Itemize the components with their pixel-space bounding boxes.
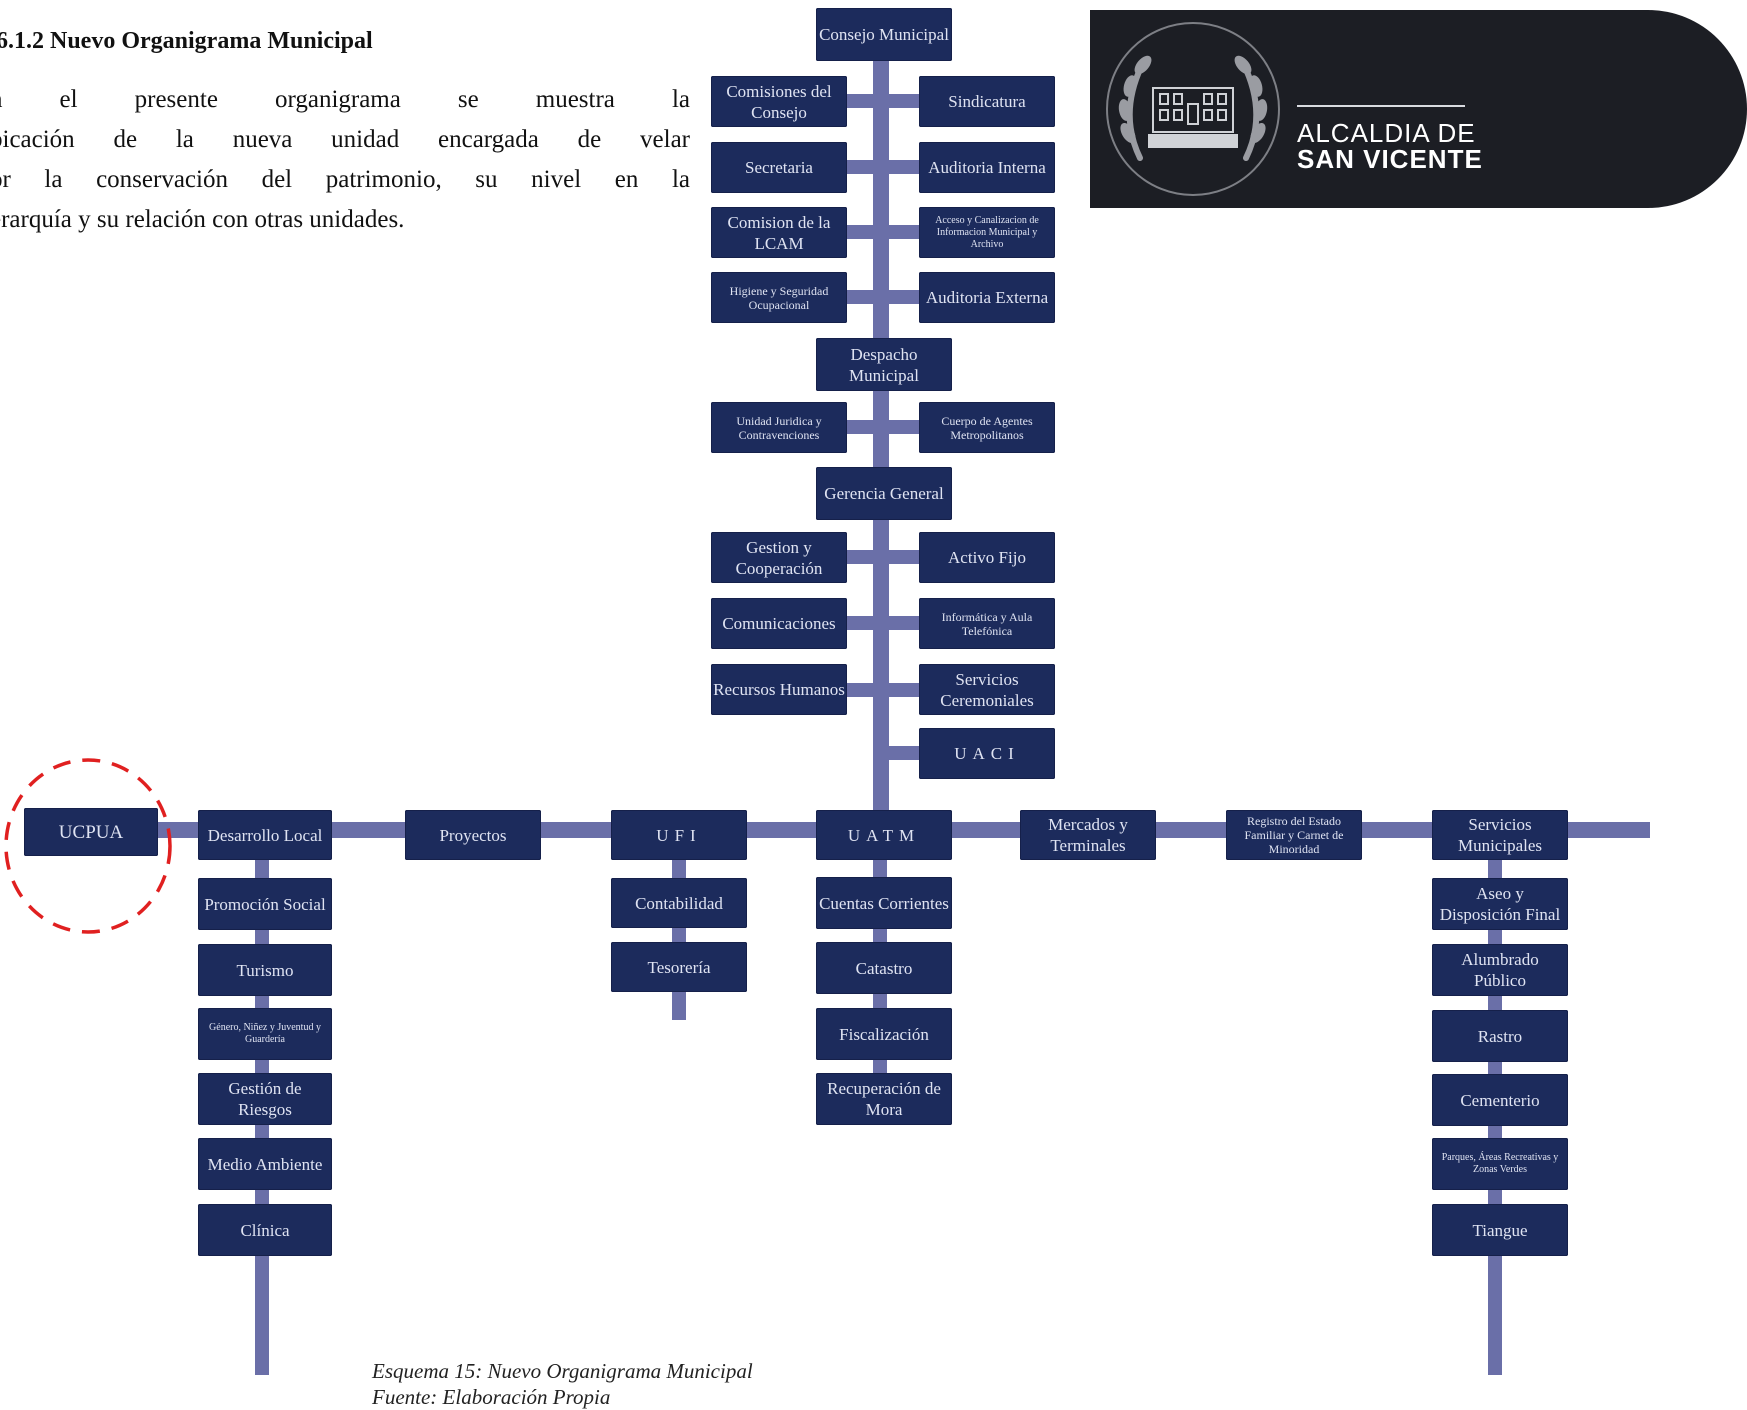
intro-paragraph: n el presente organigrama se muestra la …	[0, 80, 690, 240]
org-box-comisiones-consejo: Comisiones del Consejo	[711, 76, 847, 127]
org-box-sindicatura: Sindicatura	[919, 76, 1055, 127]
org-box-ufi: UFI	[611, 810, 747, 860]
org-box-gerencia-general: Gerencia General	[816, 467, 952, 520]
org-box-informatica: Informática y Aula Telefónica	[919, 598, 1055, 649]
org-box-auditoria-externa: Auditoria Externa	[919, 272, 1055, 323]
logo-line-1: ALCALDIA DE	[1297, 118, 1476, 148]
org-box-rastro: Rastro	[1432, 1010, 1568, 1062]
org-box-recuperacion-mora: Recuperación de Mora	[816, 1073, 952, 1125]
org-box-servicios-ceremoniales: Servicios Ceremoniales	[919, 664, 1055, 715]
org-box-medio-ambiente: Medio Ambiente	[198, 1138, 332, 1190]
org-box-gestion-cooperacion: Gestion y Cooperación	[711, 532, 847, 583]
connector-stub	[847, 616, 919, 630]
org-box-mercados-terminales: Mercados y Terminales	[1020, 810, 1156, 860]
org-box-turismo: Turismo	[198, 944, 332, 996]
org-box-tiangue: Tiangue	[1432, 1204, 1568, 1256]
caption-source: Fuente: Elaboración Propia	[372, 1385, 611, 1409]
org-box-cuerpo-agentes: Cuerpo de Agentes Metropolitanos	[919, 402, 1055, 453]
org-box-comision-lcam: Comision de la LCAM	[711, 207, 847, 258]
org-box-contabilidad: Contabilidad	[611, 878, 747, 928]
org-box-clinica: Clínica	[198, 1204, 332, 1256]
org-box-acceso-informacion: Acceso y Canalizacion de Informacion Mun…	[919, 207, 1055, 258]
org-box-activo-fijo: Activo Fijo	[919, 532, 1055, 583]
paragraph-line: n el presente organigrama se muestra la	[0, 86, 690, 113]
logo-wordmark: ALCALDIA DE SAN VICENTE	[1297, 120, 1483, 172]
org-box-uatm: UATM	[816, 810, 952, 860]
org-box-uaci: UACI	[919, 728, 1055, 779]
org-box-aseo-disposicion: Aseo y Disposición Final	[1432, 878, 1568, 930]
logo-line-2: SAN VICENTE	[1297, 144, 1483, 174]
org-box-higiene-seguridad: Higiene y Seguridad Ocupacional	[711, 272, 847, 323]
org-box-parques-areas: Parques, Áreas Recreativas y Zonas Verde…	[1432, 1138, 1568, 1190]
section-heading: .6.1.2 Nuevo Organigrama Municipal	[0, 28, 373, 54]
org-box-comunicaciones: Comunicaciones	[711, 598, 847, 649]
org-box-fiscalizacion: Fiscalización	[816, 1008, 952, 1060]
connector-stub	[847, 420, 919, 434]
org-box-tesoreria: Tesorería	[611, 942, 747, 992]
paragraph-line: bicación de la nueva unidad encargada de…	[0, 126, 690, 153]
org-box-promocion-social: Promoción Social	[198, 878, 332, 930]
connector-stub	[847, 290, 919, 304]
org-box-alumbrado-publico: Alumbrado Público	[1432, 944, 1568, 996]
connector-stub	[847, 225, 919, 239]
paragraph-line: or la conservación del patrimonio, su ni…	[0, 166, 690, 193]
caption-title: Esquema 15: Nuevo Organigrama Municipal	[372, 1359, 753, 1383]
org-box-desarrollo-local: Desarrollo Local	[198, 810, 332, 860]
figure-caption: Esquema 15: Nuevo Organigrama Municipal …	[372, 1358, 753, 1410]
org-box-proyectos: Proyectos	[405, 810, 541, 860]
org-box-genero-ninez: Género, Niñez y Juventud y Guardería	[198, 1008, 332, 1060]
org-box-recursos-humanos: Recursos Humanos	[711, 664, 847, 715]
connector-stub	[847, 550, 919, 564]
org-box-servicios-municipales: Servicios Municipales	[1432, 810, 1568, 860]
org-box-ucpua: UCPUA	[24, 808, 158, 856]
connector-stub	[847, 160, 919, 174]
org-box-secretaria: Secretaria	[711, 142, 847, 193]
org-box-catastro: Catastro	[816, 942, 952, 994]
org-box-cuentas-corrientes: Cuentas Corrientes	[816, 877, 952, 929]
connector-stub	[847, 94, 919, 108]
laurel-building-emblem	[1106, 22, 1280, 196]
logo-divider	[1297, 105, 1465, 107]
highlight-dashed-circle	[4, 758, 172, 934]
org-box-cementerio: Cementerio	[1432, 1074, 1568, 1126]
connector-stub	[847, 683, 919, 697]
org-box-gestion-riesgos: Gestión de Riesgos	[198, 1073, 332, 1125]
org-box-registro-estado-familiar: Registro del Estado Familiar y Carnet de…	[1226, 810, 1362, 860]
org-box-consejo-municipal: Consejo Municipal	[816, 8, 952, 61]
org-box-despacho-municipal: Despacho Municipal	[816, 338, 952, 391]
connector-stub	[880, 746, 920, 760]
org-box-auditoria-interna: Auditoria Interna	[919, 142, 1055, 193]
org-box-unidad-juridica: Unidad Juridica y Contravenciones	[711, 402, 847, 453]
paragraph-line: erarquía y su relación con otras unidade…	[0, 206, 405, 233]
